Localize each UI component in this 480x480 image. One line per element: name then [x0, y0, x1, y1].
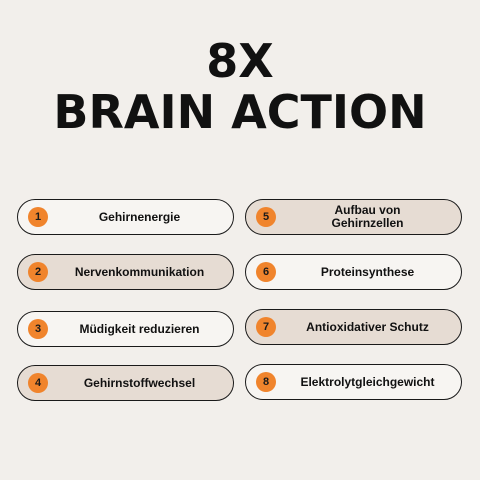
benefit-item-2: 2 Nervenkommunikation: [17, 254, 234, 290]
title-line-2: BRAIN ACTION: [53, 85, 427, 139]
number-badge: 3: [28, 319, 48, 339]
benefit-item-6: 6 Proteinsynthese: [245, 254, 462, 290]
benefit-item-7: 7 Antioxidativer Schutz: [245, 309, 462, 345]
benefit-label: Elektrolytgleichgewicht: [300, 374, 435, 389]
benefit-label: Proteinsynthese: [320, 264, 415, 279]
benefit-item-1: 1 Gehirnenergie: [17, 199, 234, 235]
benefit-label: Aufbau von Gehirnzellen: [331, 203, 404, 230]
benefit-item-8: 8 Elektrolytgleichgewicht: [245, 364, 462, 400]
benefit-label: Müdigkeit reduzieren: [79, 321, 200, 336]
benefit-label: Antioxidativer Schutz: [306, 319, 429, 334]
number-badge: 5: [256, 207, 276, 227]
benefit-item-5: 5 Aufbau von Gehirnzellen: [245, 199, 462, 235]
number-badge: 1: [28, 207, 48, 227]
number-badge: 7: [256, 317, 276, 337]
benefit-label: Gehirnstoffwechsel: [83, 375, 196, 390]
title-line-1: 8X: [206, 34, 274, 88]
benefit-label: Gehirnenergie: [98, 209, 181, 224]
number-badge: 2: [28, 262, 48, 282]
number-badge: 6: [256, 262, 276, 282]
benefit-label: Nervenkommunikation: [74, 264, 205, 279]
benefit-item-3: 3 Müdigkeit reduzieren: [17, 311, 234, 347]
number-badge: 4: [28, 373, 48, 393]
number-badge: 8: [256, 372, 276, 392]
benefit-item-4: 4 Gehirnstoffwechsel: [17, 365, 234, 401]
